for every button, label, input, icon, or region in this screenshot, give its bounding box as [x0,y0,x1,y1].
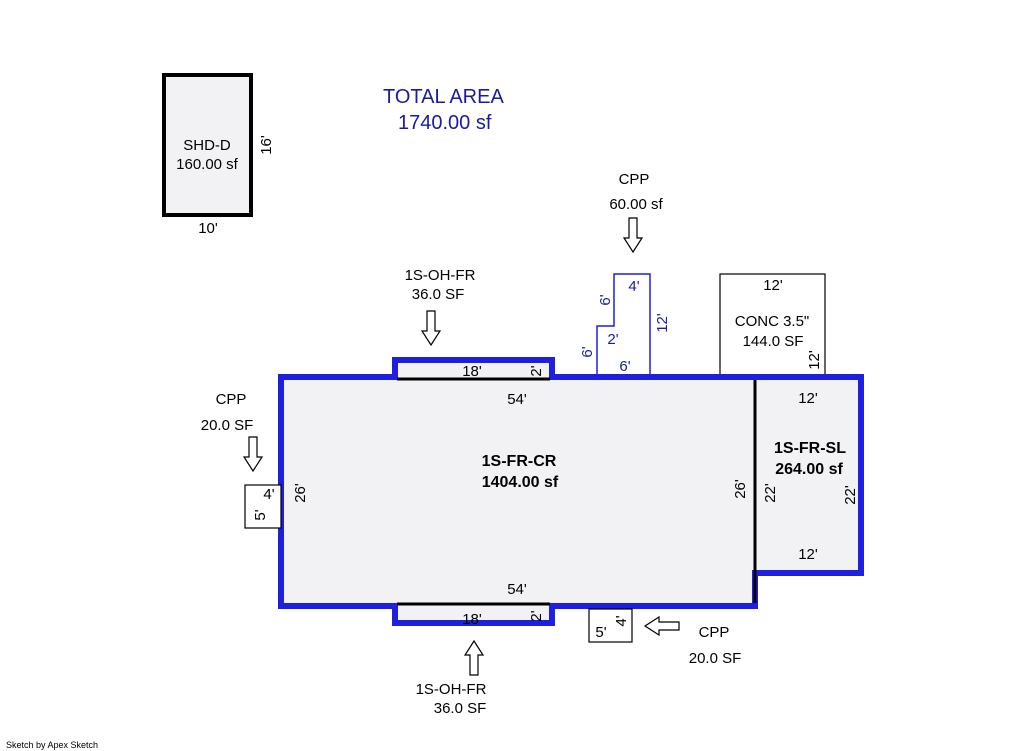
ohfr-bottom-name: 1S-OH-FR [416,681,487,698]
cpp-top-dim-lower-left: 6' [579,346,596,357]
sl-dim-left: 22' [762,483,779,503]
sl-dim-top: 12' [798,390,818,407]
ohfr-bottom-arrow-icon [463,639,485,676]
ohfr-top-dim-len: 18' [462,363,482,380]
ohfr-top-arrow-icon [420,310,442,347]
shed-dim-bottom: 10' [198,220,218,237]
sl-name: 1S-FR-SL [774,440,846,457]
cpp-left-outline [244,484,282,529]
ohfr-bottom-area: 36.0 SF [434,700,487,717]
cpp-top-area: 60.00 sf [609,196,663,213]
cpp-left-arrow-icon [242,436,264,473]
cpp-left-dim-h: 5' [252,509,269,520]
sl-dim-bottom: 12' [798,546,818,563]
sl-dim-right: 22' [842,485,859,505]
shed-name: SHD-D [183,137,231,154]
total-area-label: TOTAL AREA [383,86,504,108]
cpp-top-dim-bottom: 6' [619,358,630,375]
cpp-top-arrow-icon [622,217,644,254]
conc-name: CONC 3.5" [735,313,810,330]
cpp-top-dim-upper-left: 6' [597,294,614,305]
main-dim-left: 26' [292,483,309,503]
cpp-top-dim-top: 4' [628,278,639,295]
cpp-top-dim-right: 12' [654,313,671,333]
ohfr-top-dim-depth: 2' [528,365,545,376]
main-name: 1S-FR-CR [482,453,557,470]
cpp-top-name: CPP [619,171,650,188]
cpp-left-name: CPP [216,391,247,408]
main-dim-bottom: 54' [507,581,527,598]
shed-outline [162,73,253,217]
cpp-left-dim-w: 4' [263,486,274,503]
main-dim-top: 54' [507,391,527,408]
main-area: 1404.00 sf [482,474,559,491]
cpp-bottom-arrow-icon [643,615,680,637]
shed-dim-side: 16' [258,135,275,155]
footer-credit: Sketch by Apex Sketch [6,740,98,750]
cpp-bottom-area: 20.0 SF [689,650,742,667]
ohfr-top-area: 36.0 SF [412,286,465,303]
conc-outline [719,273,826,378]
cpp-bottom-dim-w: 5' [595,624,606,641]
cpp-left-area: 20.0 SF [201,417,254,434]
cpp-top-dim-step: 2' [607,331,618,348]
ohfr-bottom-dim-len: 18' [462,611,482,628]
cpp-bottom-name: CPP [699,624,730,641]
cpp-bottom-outline [588,608,633,643]
conc-dim-right: 12' [806,350,823,370]
ohfr-bottom-dim-depth: 2' [528,610,545,621]
conc-dim-top: 12' [763,277,783,294]
cpp-bottom-dim-h: 4' [613,615,630,626]
conc-area: 144.0 SF [743,333,804,350]
shed-area: 160.00 sf [176,156,239,173]
total-area-value: 1740.00 sf [398,112,492,134]
sl-area: 264.00 sf [775,461,843,478]
ohfr-top-name: 1S-OH-FR [405,267,476,284]
main-dim-right: 26' [732,479,749,499]
